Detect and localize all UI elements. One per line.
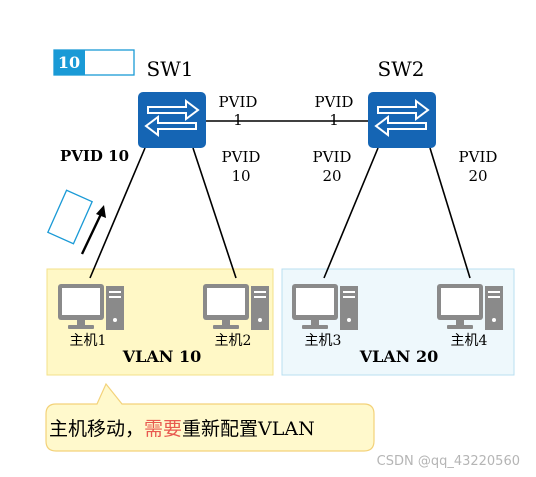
sw2-host4-pvid-value: 20	[468, 167, 487, 185]
callout-text: 主机移动，需要重新配置VLAN	[49, 418, 315, 440]
sw1-trunk-pvid-value: 1	[233, 111, 243, 129]
moving-frame-tag	[46, 189, 94, 245]
vlan20-label: VLAN 20	[359, 347, 439, 366]
vlan10-label: VLAN 10	[122, 347, 202, 366]
host4-label: 主机4	[451, 333, 488, 349]
sw2-host3-pvid-label: PVID	[313, 148, 352, 166]
sw1-host2-pvid-label: PVID	[222, 148, 261, 166]
link-sw2-host4	[429, 147, 471, 279]
switch-sw2-icon	[367, 91, 437, 149]
watermark: CSDN @qq_43220560	[377, 454, 520, 469]
vlan-tag-fill	[54, 50, 85, 75]
link-sw1-host2	[192, 147, 237, 279]
host2-label: 主机2	[215, 333, 252, 349]
move-arrow-head	[96, 205, 106, 218]
callout-prefix: 主机移动，	[49, 418, 144, 440]
switch-sw1-icon	[137, 91, 207, 149]
sw1-host2-pvid-value: 10	[231, 167, 250, 185]
switch-sw1-label: SW1	[147, 57, 194, 81]
move-arrow-shaft	[80, 213, 103, 255]
sw1-host1-pvid: PVID 10	[60, 147, 129, 165]
sw1-trunk-pvid-label: PVID	[219, 93, 258, 111]
link-sw2-host3	[323, 147, 379, 279]
sw2-host3-pvid-value: 20	[322, 167, 341, 185]
link-sw1-host1	[89, 147, 146, 279]
callout-suffix: 重新配置VLAN	[182, 418, 315, 440]
host3-label: 主机3	[305, 333, 342, 349]
host1-label: 主机1	[70, 333, 107, 349]
sw2-trunk-pvid-label: PVID	[315, 93, 354, 111]
vlan-tag-value: 10	[58, 53, 80, 72]
sw2-host4-pvid-label: PVID	[459, 148, 498, 166]
sw2-trunk-pvid-value: 1	[329, 111, 339, 129]
switch-sw2-label: SW2	[378, 57, 425, 81]
callout-bubble	[45, 382, 375, 452]
callout-highlight: 需要	[144, 418, 182, 440]
